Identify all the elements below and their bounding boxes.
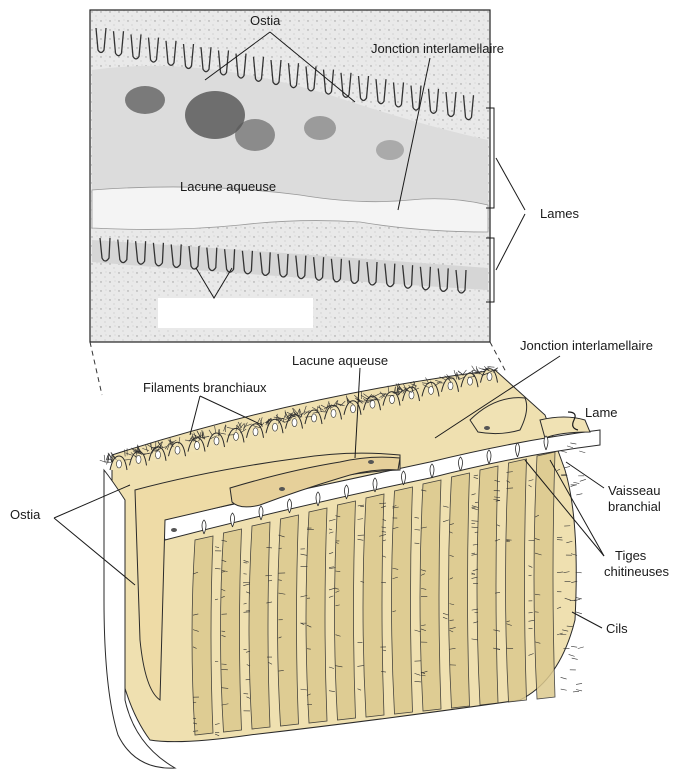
gill-cilium: [576, 689, 582, 690]
micrograph-blank-box: [158, 298, 313, 328]
gill-cilium: [580, 479, 586, 481]
gill-filament-lumen: [312, 414, 317, 422]
micrograph-cell-cluster: [235, 119, 275, 151]
label-chitinous-rods-line1: Tiges: [615, 548, 646, 563]
label-branchial-vessel-line1: Vaisseau: [608, 483, 661, 498]
gill-cilium: [104, 455, 105, 462]
gill-filament-lumen: [448, 382, 453, 390]
label-lamellae: Lames: [540, 206, 579, 221]
micrograph-panel: [90, 10, 525, 342]
gill-filament-lumen: [351, 405, 356, 413]
gill-filament-lumen: [136, 455, 141, 463]
gill-filament-lumen: [390, 396, 395, 404]
label-ostia-drawing: Ostia: [10, 507, 40, 522]
gill-cilium: [104, 462, 111, 463]
gill-cilium: [571, 646, 577, 647]
gill-cilium: [576, 494, 582, 495]
label-branchial-vessel-line2: branchial: [608, 499, 661, 514]
gill-drawing: [54, 356, 604, 768]
gill-cilium: [561, 451, 567, 453]
gill-cilium: [572, 658, 578, 659]
label-ostia-micrograph: Ostia: [250, 13, 280, 28]
gill-filament-lumen: [175, 446, 180, 454]
micrograph-cell-cluster: [304, 116, 336, 140]
gill-fold: [335, 501, 356, 720]
gill-cilium: [561, 689, 567, 690]
gill-cilium: [578, 647, 584, 649]
gill-fold: [420, 480, 441, 711]
gill-fold: [506, 459, 527, 702]
micrograph-cell-cluster: [376, 140, 404, 160]
gill-filament-lumen: [195, 442, 200, 450]
label-junction-drawing: Jonction interlamellaire: [520, 338, 653, 353]
gill-filament-lumen: [117, 460, 122, 468]
label-junction-micrograph: Jonction interlamellaire: [371, 41, 504, 56]
gill-fold: [249, 522, 270, 729]
gill-filament-lumen: [234, 432, 239, 440]
label-lacuna-drawing: Lacune aqueuse: [292, 353, 388, 368]
gill-fold: [278, 515, 299, 726]
gill-filament-lumen: [331, 409, 336, 417]
lamellae-brackets: [486, 108, 525, 302]
gill-fold: [534, 452, 555, 699]
label-chitinous-rods-line2: chitineuses: [604, 564, 669, 579]
gill-fold: [449, 473, 470, 708]
label-lacuna-micrograph: Lacune aqueuse: [180, 179, 276, 194]
gill-fold: [221, 529, 242, 732]
label-lamella: Lame: [585, 405, 618, 420]
gill-fold: [477, 466, 498, 705]
gill-cilium: [573, 482, 579, 483]
gill-filament-lumen: [292, 419, 297, 427]
gill-cilium: [576, 612, 582, 614]
gill-cilium: [576, 683, 582, 684]
gill-filament-lumen: [468, 377, 473, 385]
label-gill-filaments: Filaments branchiaux: [143, 380, 267, 395]
gill-cilium: [561, 677, 567, 679]
label-cilia: Cils: [606, 621, 628, 636]
gill-cilium: [579, 451, 585, 453]
gill-filament-lumen: [429, 386, 434, 394]
gill-fold: [363, 494, 384, 717]
gill-cilium: [573, 691, 579, 692]
gill-cilium: [569, 654, 575, 656]
gill-fold: [192, 536, 213, 735]
gill-filament-lumen: [253, 428, 258, 436]
gill-fold: [306, 508, 327, 723]
gill-fold: [392, 487, 413, 714]
gill-filament-lumen: [214, 437, 219, 445]
gill-filament-lumen: [156, 451, 161, 459]
gill-filament-lumen: [273, 423, 278, 431]
gill-cilium: [564, 466, 570, 468]
micrograph-cell-cluster: [125, 86, 165, 114]
gill-cilium: [576, 597, 582, 599]
